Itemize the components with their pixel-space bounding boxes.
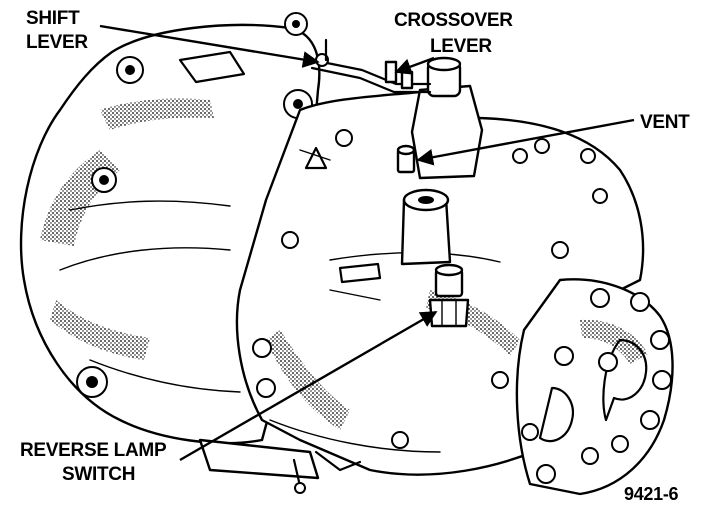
- shift-lever-label-line2: LEVER: [26, 32, 88, 53]
- lower-mount: [198, 438, 362, 494]
- reverse-lamp-switch-label-line1: REVERSE LAMP: [20, 440, 167, 461]
- bell-housing-bolts: [76, 12, 313, 398]
- reverse-lamp-switch-label-line2: SWITCH: [62, 464, 135, 485]
- case-bolts: [252, 129, 608, 449]
- figure-number: 9421-6: [624, 484, 679, 504]
- vent-leader: [416, 118, 635, 166]
- vent-label: VENT: [640, 112, 690, 133]
- vent-fitting: [396, 144, 416, 174]
- side-housing: [515, 278, 674, 496]
- case-boss: [400, 188, 452, 266]
- crossover-lever-leader: [394, 56, 435, 75]
- crossover-lever-label-line1: CROSSOVER: [394, 10, 513, 31]
- leader-lines: [99, 24, 635, 462]
- shift-lever-label-line1: SHIFT: [26, 8, 80, 29]
- reverse-lamp-switch-leader: [179, 310, 438, 462]
- callout-labels: SHIFT LEVER CROSSOVER LEVER VENT REVERSE…: [20, 8, 690, 504]
- crossover-lever-label-line2: LEVER: [430, 36, 492, 57]
- shift-lever-leader: [99, 24, 320, 68]
- reverse-lamp-switch: [428, 263, 470, 328]
